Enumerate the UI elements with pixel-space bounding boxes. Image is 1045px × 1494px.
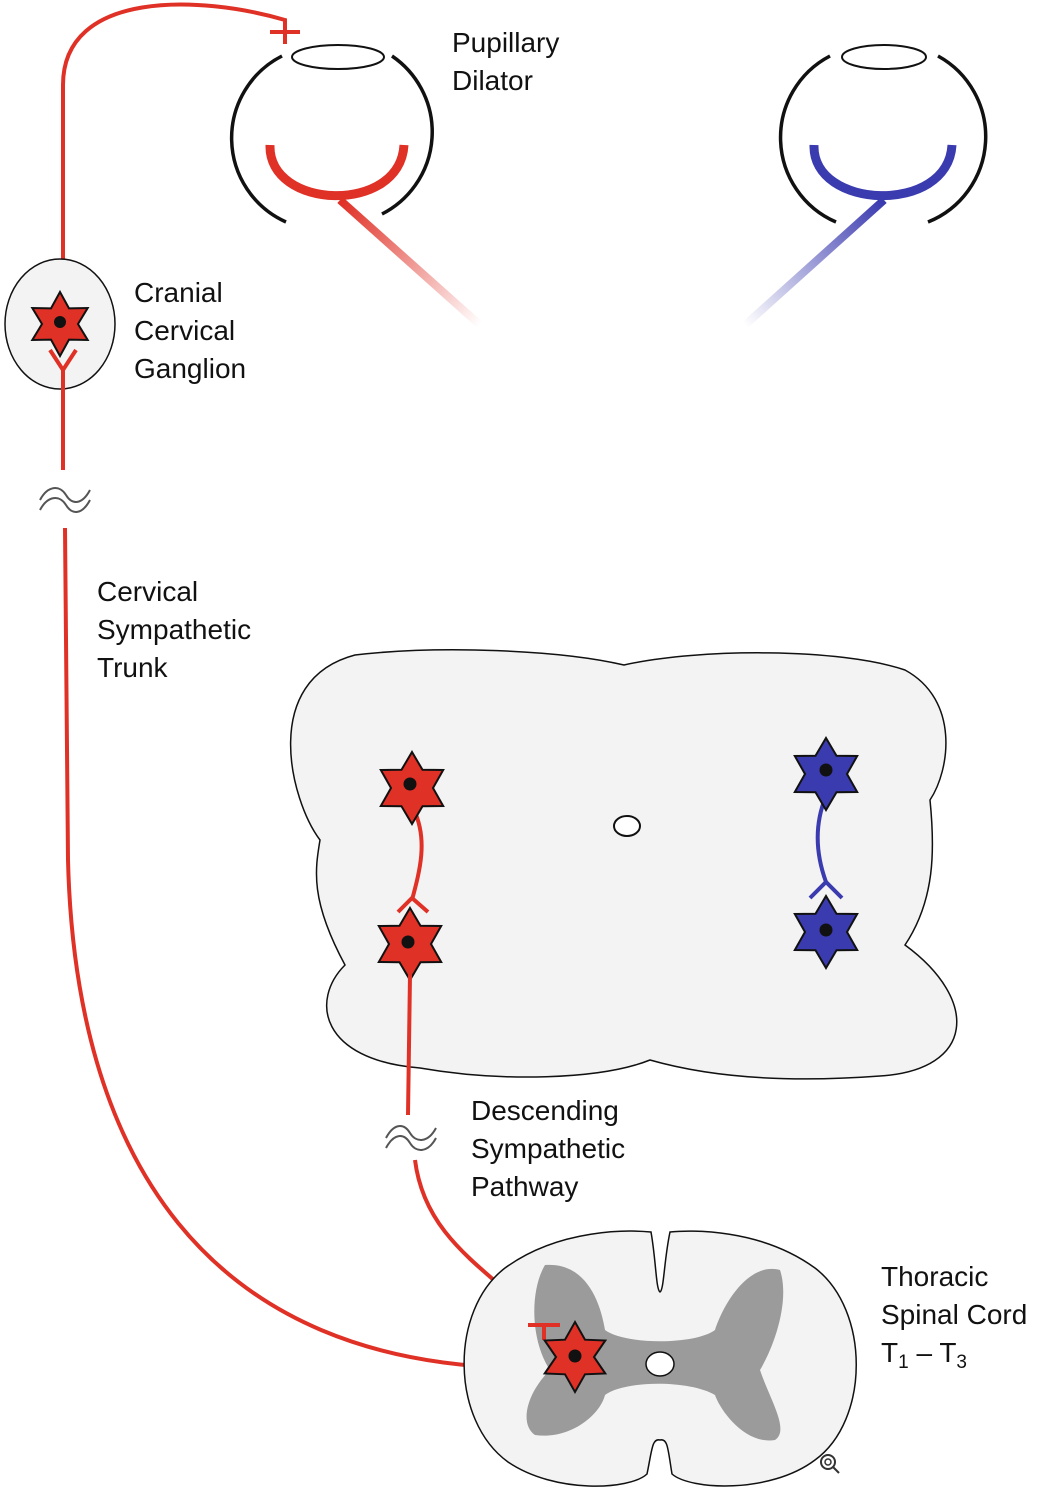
label-line: Sympathetic — [471, 1133, 626, 1164]
right-eye — [742, 44, 988, 328]
left-eye-right-arc — [381, 54, 434, 216]
spinal-cord-central-canal — [645, 1351, 675, 1377]
left-eye-left-arc — [229, 54, 287, 224]
ganglion-neuron-nucleus — [54, 316, 66, 328]
segment-start-letter: T — [881, 1337, 899, 1368]
right-eye-pupil — [841, 44, 927, 70]
label-line: Dilator — [452, 65, 533, 96]
trunk-break-symbol-upper — [39, 487, 91, 503]
brainstem-synapse-fork — [396, 895, 430, 914]
label-line: Trunk — [97, 652, 168, 683]
label-line: Ganglion — [134, 353, 247, 384]
brainstem-section — [289, 649, 958, 1080]
right-eye-left-arc — [778, 54, 837, 224]
label-line: Cervical — [97, 576, 199, 607]
descending-pathway-upper-fiber — [406, 974, 412, 1116]
label-descending-sympathetic-pathway: Descending Sympathetic Pathway — [471, 1092, 625, 1206]
descending-break-symbol-upper — [385, 1125, 437, 1141]
left-eye-pupil — [291, 44, 385, 70]
label-line: Thoracic — [881, 1261, 989, 1292]
label-pupillary-dilator: Pupillary Dilator — [452, 24, 559, 100]
spinal-cord-neuron-nucleus — [568, 1349, 582, 1363]
segment-end-number: 3 — [956, 1352, 967, 1373]
label-cranial-cervical-ganglion: Cranial Cervical Ganglion — [134, 274, 246, 388]
label-line: Spinal Cord — [881, 1299, 1028, 1330]
label-cervical-sympathetic-trunk: Cervical Sympathetic Trunk — [97, 573, 251, 687]
label-line: Sympathetic — [97, 614, 252, 645]
right-eye-right-arc — [927, 54, 988, 224]
ganglion-synapse-fork — [48, 348, 78, 374]
segment-range: T1 – T3 — [881, 1334, 1027, 1372]
contralateral-upper-neuron-nucleus — [819, 763, 833, 777]
lower-brainstem-neuron-nucleus — [401, 935, 415, 949]
left-eye — [229, 44, 483, 328]
segment-end-letter: T — [939, 1337, 957, 1368]
label-line: Pupillary — [452, 27, 560, 58]
label-line: Descending — [471, 1095, 619, 1126]
segment-dash: – — [908, 1337, 940, 1368]
left-eye-fading-fiber — [337, 197, 483, 328]
label-line: Pathway — [471, 1171, 579, 1202]
contralateral-lower-neuron-nucleus — [819, 923, 833, 937]
brainstem-central-canal — [613, 815, 641, 837]
right-eye-fading-fiber — [742, 197, 887, 328]
label-line: Cranial — [134, 277, 223, 308]
label-line: Cervical — [134, 315, 236, 346]
trunk-break-symbol-lower — [39, 497, 91, 513]
contralateral-synapse-fork — [808, 879, 844, 900]
segment-start-number: 1 — [898, 1352, 909, 1373]
postganglionic-fiber — [61, 2, 287, 300]
hypothalamic-fiber — [410, 809, 424, 901]
spiral-mark — [820, 1454, 840, 1474]
descending-break-symbol-lower — [385, 1135, 437, 1151]
right-eye-dilator-muscle — [809, 144, 957, 201]
left-eye-dilator-muscle — [265, 144, 409, 201]
upper-brainstem-neuron-nucleus — [403, 777, 417, 791]
label-thoracic-spinal-cord: Thoracic Spinal Cord T1 – T3 — [881, 1258, 1027, 1372]
cervical-sympathetic-trunk-fiber — [63, 527, 561, 1371]
contralateral-hypothalamic-fiber — [815, 795, 828, 883]
